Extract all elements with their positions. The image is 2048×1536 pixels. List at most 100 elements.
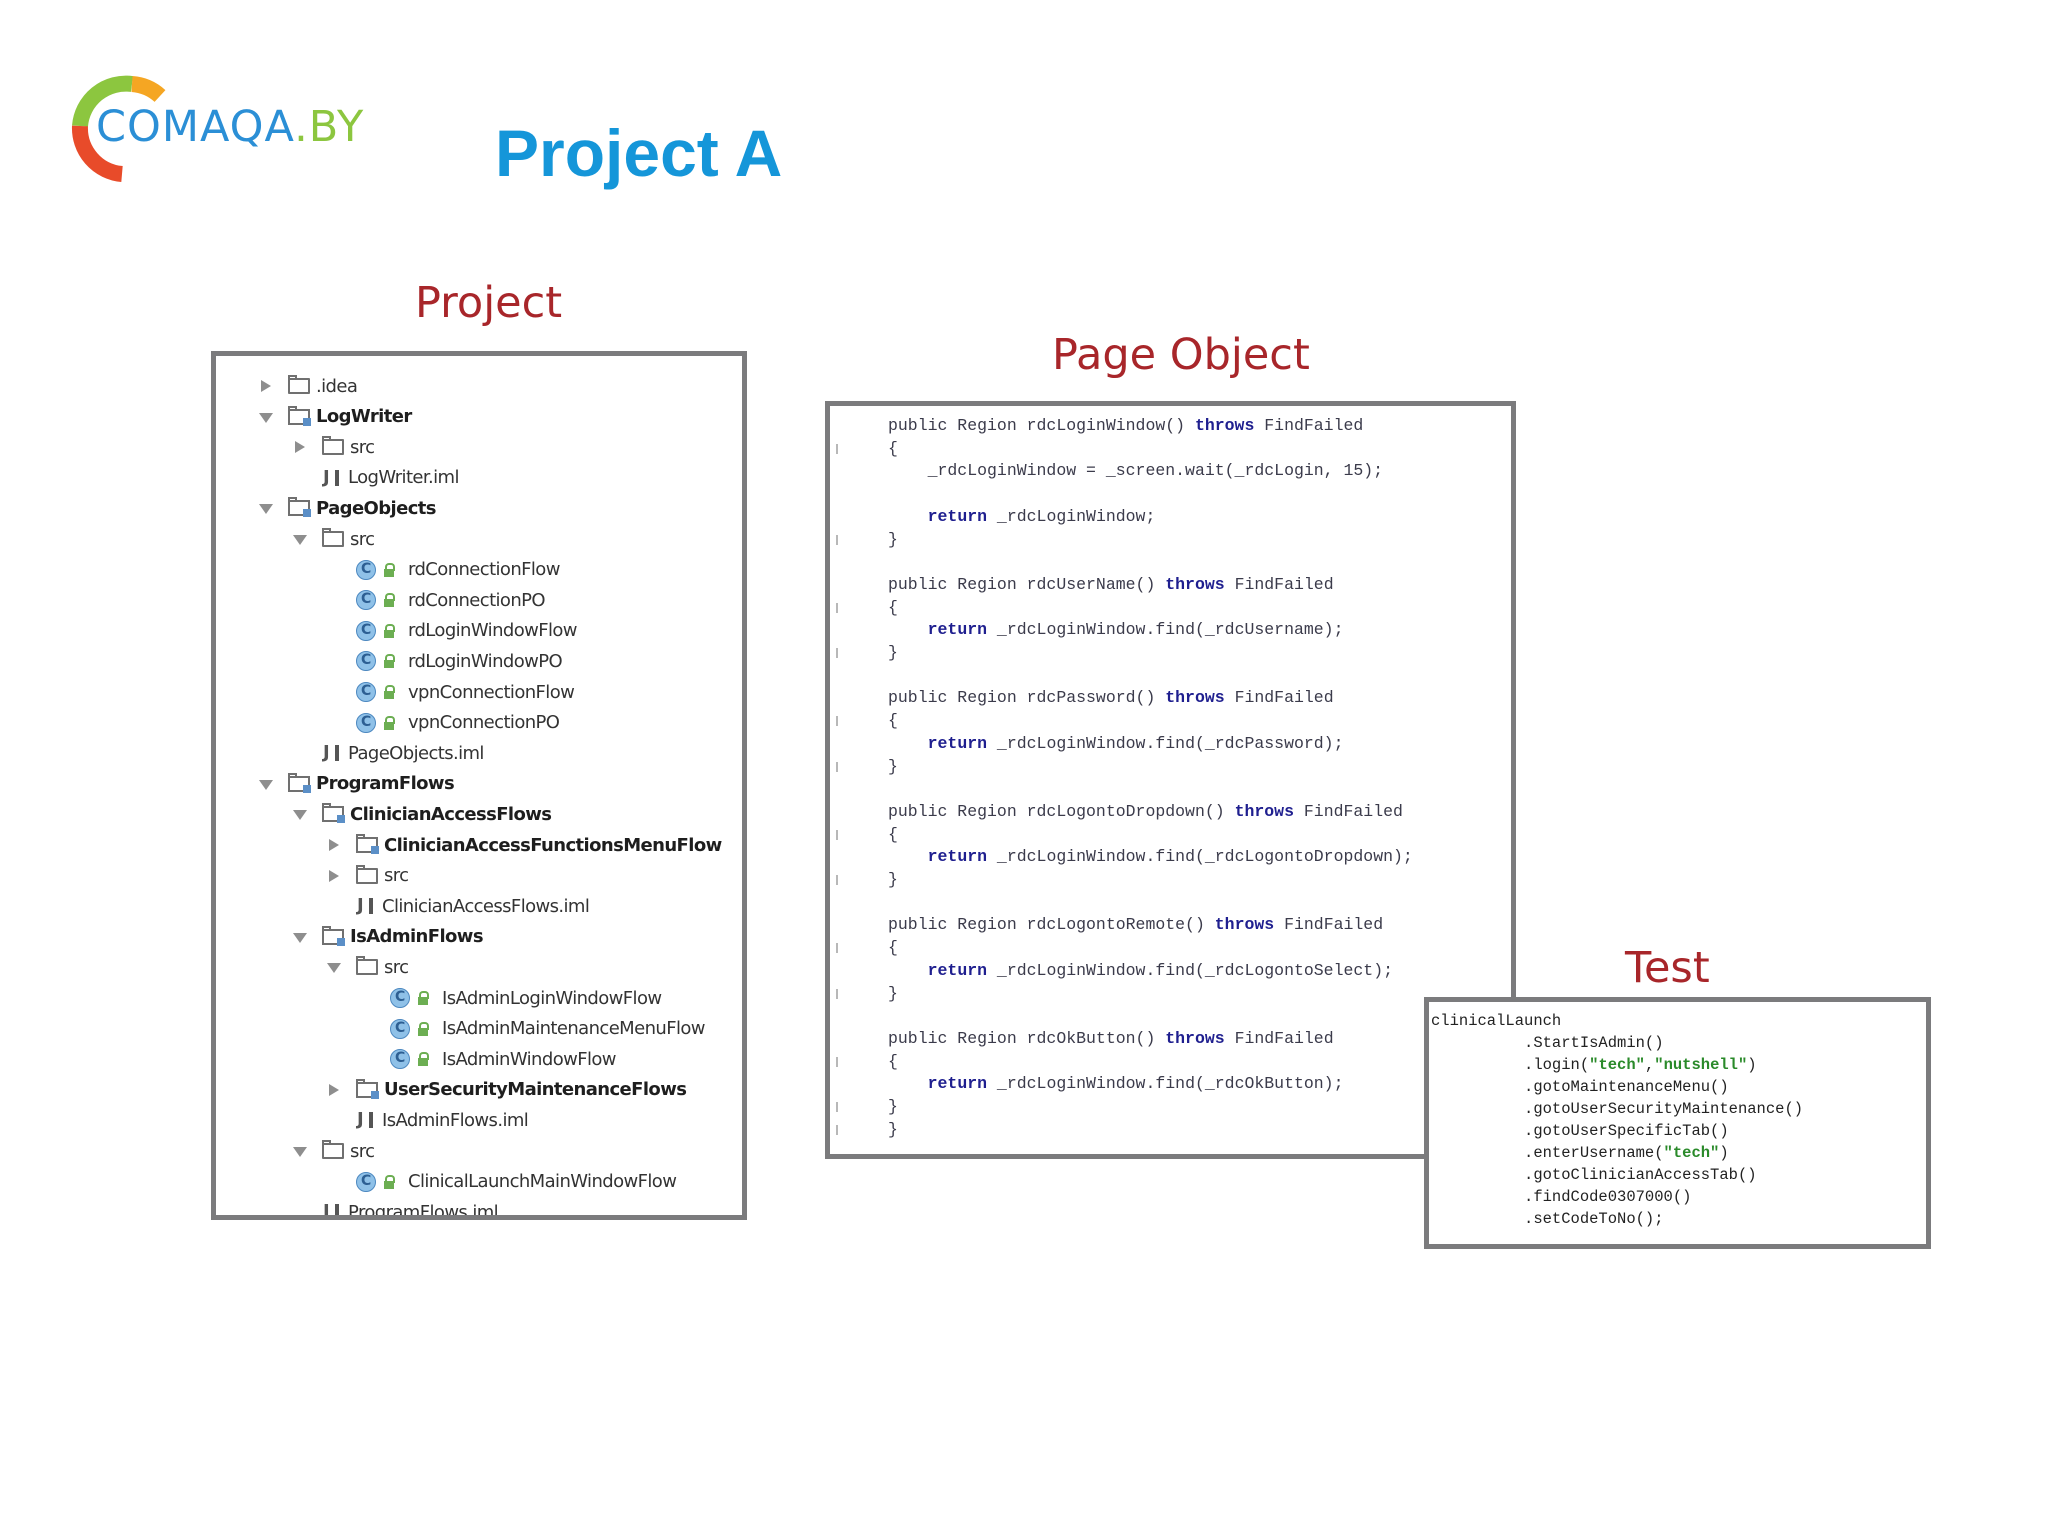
expand-down-icon[interactable] <box>292 531 308 547</box>
tree-item-label: PageObjects <box>316 497 437 519</box>
tree-item-label: LogWriter <box>316 406 412 428</box>
code-keyword: throws <box>1234 801 1294 821</box>
code-text: _rdcLoginWindow; <box>987 506 1156 526</box>
expand-right-icon[interactable] <box>326 1082 342 1098</box>
code-string: "nutshell" <box>1654 1056 1748 1074</box>
tree-item[interactable]: IsAdminWindowFlow <box>360 1045 617 1073</box>
module-icon <box>356 1078 379 1099</box>
fold-marker[interactable] <box>836 761 844 772</box>
tree-item[interactable]: rdConnectionPO <box>326 586 546 614</box>
tree-item[interactable]: rdLoginWindowFlow <box>326 617 578 645</box>
tree-item-label: IsAdminLoginWindowFlow <box>442 987 662 1009</box>
fold-marker[interactable] <box>836 829 844 840</box>
fold-marker[interactable] <box>836 943 844 954</box>
class-icon <box>356 682 376 702</box>
tree-item[interactable]: LogWriter.iml <box>292 464 459 492</box>
tree-item[interactable]: src <box>326 862 409 890</box>
fold-marker[interactable] <box>836 443 844 454</box>
expand-down-icon[interactable] <box>258 500 274 516</box>
code-text: public Region rdcLoginWindow() <box>888 416 1195 435</box>
code-line: return _rdcLoginWindow.find(_rdcOkButton… <box>888 1074 1344 1094</box>
class-icon <box>356 651 376 672</box>
expand-down-icon[interactable] <box>292 929 308 945</box>
tree-item-label: rdConnectionPO <box>408 589 546 611</box>
code-string: "tech" <box>1663 1144 1720 1162</box>
tree-item[interactable]: src <box>292 525 375 553</box>
code-text: FindFailed <box>1224 1028 1334 1048</box>
folder-icon <box>356 956 378 976</box>
tree-item[interactable]: IsAdminLoginWindowFlow <box>360 984 662 1012</box>
module-icon <box>288 497 311 518</box>
code-text: _rdcLoginWindow.find(_rdcPassword); <box>987 733 1344 753</box>
tree-item[interactable]: rdConnectionFlow <box>326 556 560 584</box>
code-line: public Region rdcUserName() throws FindF… <box>888 575 1334 595</box>
fold-marker[interactable] <box>836 716 844 727</box>
lock-icon <box>382 1174 396 1189</box>
tree-item[interactable]: IsAdminFlows.iml <box>326 1106 529 1134</box>
module-icon <box>322 803 345 824</box>
code-line: public Region rdcLoginWindow() throws Fi… <box>888 416 1363 436</box>
code-line: .gotoUserSpecificTab() <box>1431 1122 1729 1140</box>
tree-item[interactable]: PageObjects <box>258 494 437 522</box>
tree-item[interactable]: LogWriter <box>258 403 412 431</box>
logo-text: COMAQA.BY <box>96 102 365 152</box>
tree-item-label: src <box>350 528 375 550</box>
fold-marker[interactable] <box>836 648 844 658</box>
tree-item[interactable]: ClinicianAccessFlows <box>292 800 552 828</box>
expand-down-icon[interactable] <box>292 1143 308 1159</box>
code-text: public Region rdcOkButton() <box>888 1028 1166 1048</box>
tree-item[interactable]: vpnConnectionPO <box>326 709 560 737</box>
code-text <box>888 734 928 753</box>
code-text: _rdcLoginWindow.find(_rdcUsername); <box>987 620 1344 640</box>
code-text: } <box>888 643 898 662</box>
tree-item-label: IsAdminMaintenanceMenuFlow <box>442 1018 705 1040</box>
tree-item[interactable]: ProgramFlows <box>258 770 455 798</box>
fold-marker[interactable] <box>836 1102 844 1112</box>
code-text: clinicalLaunch <box>1431 1012 1562 1030</box>
expand-right-icon[interactable] <box>326 837 342 853</box>
fold-marker[interactable] <box>836 1124 844 1135</box>
fold-marker[interactable] <box>836 1056 844 1067</box>
code-text: FindFailed <box>1254 416 1364 435</box>
expand-down-icon[interactable] <box>258 409 274 425</box>
expand-right-icon[interactable] <box>326 868 342 884</box>
tree-item[interactable]: PageObjects.iml <box>292 739 484 767</box>
tree-item[interactable]: .idea <box>258 372 358 400</box>
tree-item-label: ClinicianAccessFlows.iml <box>382 895 590 917</box>
fold-marker[interactable] <box>836 988 844 999</box>
expand-down-icon[interactable] <box>292 806 308 822</box>
tree-item[interactable]: ProgramFlows.iml <box>292 1198 499 1215</box>
lock-icon <box>382 654 396 669</box>
module-icon <box>322 925 345 946</box>
expand-down-icon[interactable] <box>258 776 274 792</box>
tree-item[interactable]: ClinicalLaunchMainWindowFlow <box>326 1168 677 1196</box>
code-text: .findCode0307000() <box>1431 1188 1692 1206</box>
expand-down-icon[interactable] <box>326 959 342 975</box>
code-line: { <box>888 938 898 958</box>
tree-item[interactable]: vpnConnectionFlow <box>326 678 575 706</box>
tree-item[interactable]: UserSecurityMaintenanceFlows <box>326 1076 687 1104</box>
expand-right-icon[interactable] <box>258 378 274 394</box>
tree-item-label: rdConnectionFlow <box>408 559 560 581</box>
tree-item[interactable]: ClinicianAccessFlows.iml <box>326 892 590 920</box>
tree-item[interactable]: ClinicianAccessFunctionsMenuFlow <box>326 831 722 859</box>
class-icon <box>356 620 376 641</box>
code-keyword: throws <box>1165 574 1225 594</box>
fold-marker[interactable] <box>836 534 844 545</box>
tree-item[interactable]: IsAdminFlows <box>292 923 484 951</box>
lock-icon <box>416 1052 430 1067</box>
fold-marker[interactable] <box>836 875 844 885</box>
fold-marker[interactable] <box>836 602 844 613</box>
tree-item[interactable]: src <box>292 1137 375 1165</box>
code-line: { <box>888 711 898 731</box>
tree-item[interactable]: src <box>292 433 375 461</box>
expand-right-icon[interactable] <box>292 439 308 455</box>
tree-item[interactable]: IsAdminMaintenanceMenuFlow <box>360 1015 705 1043</box>
tree-item-label: UserSecurityMaintenanceFlows <box>384 1079 687 1101</box>
tree-item[interactable]: src <box>326 953 409 981</box>
module-icon <box>356 834 379 854</box>
tree-item[interactable]: rdLoginWindowPO <box>326 647 563 675</box>
code-text: .gotoMaintenanceMenu() <box>1431 1078 1729 1096</box>
lock-icon <box>382 623 396 638</box>
code-text: FindFailed <box>1224 574 1334 594</box>
